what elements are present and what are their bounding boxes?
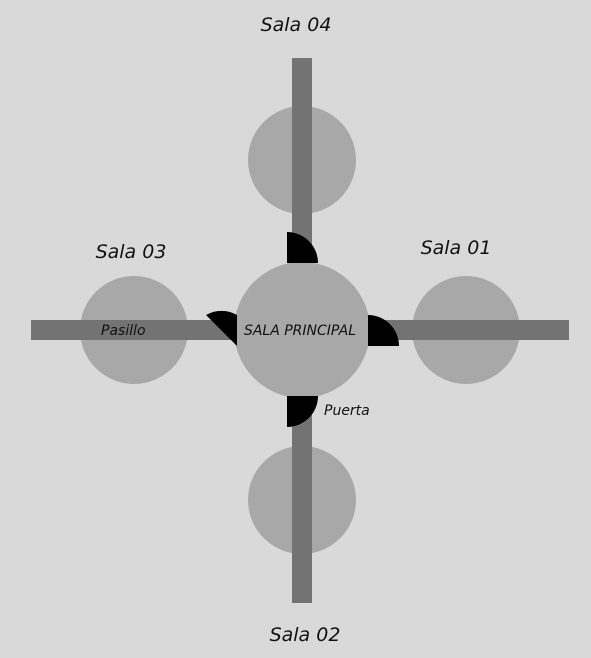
door-left-icon (206, 310, 237, 346)
corridor-label: Pasillo (101, 323, 146, 339)
room-01-label: Sala 01 (421, 237, 492, 259)
door-right-icon (368, 315, 399, 346)
room-03-label: Sala 03 (96, 241, 167, 263)
main-room-label: SALA PRINCIPAL (244, 323, 356, 339)
room-04-label: Sala 04 (261, 14, 332, 36)
door-bottom-icon (287, 396, 318, 427)
door-label: Puerta (324, 403, 370, 419)
main-room-circle (234, 262, 370, 398)
door-top-icon (287, 232, 318, 263)
room-02-label: Sala 02 (270, 624, 341, 646)
